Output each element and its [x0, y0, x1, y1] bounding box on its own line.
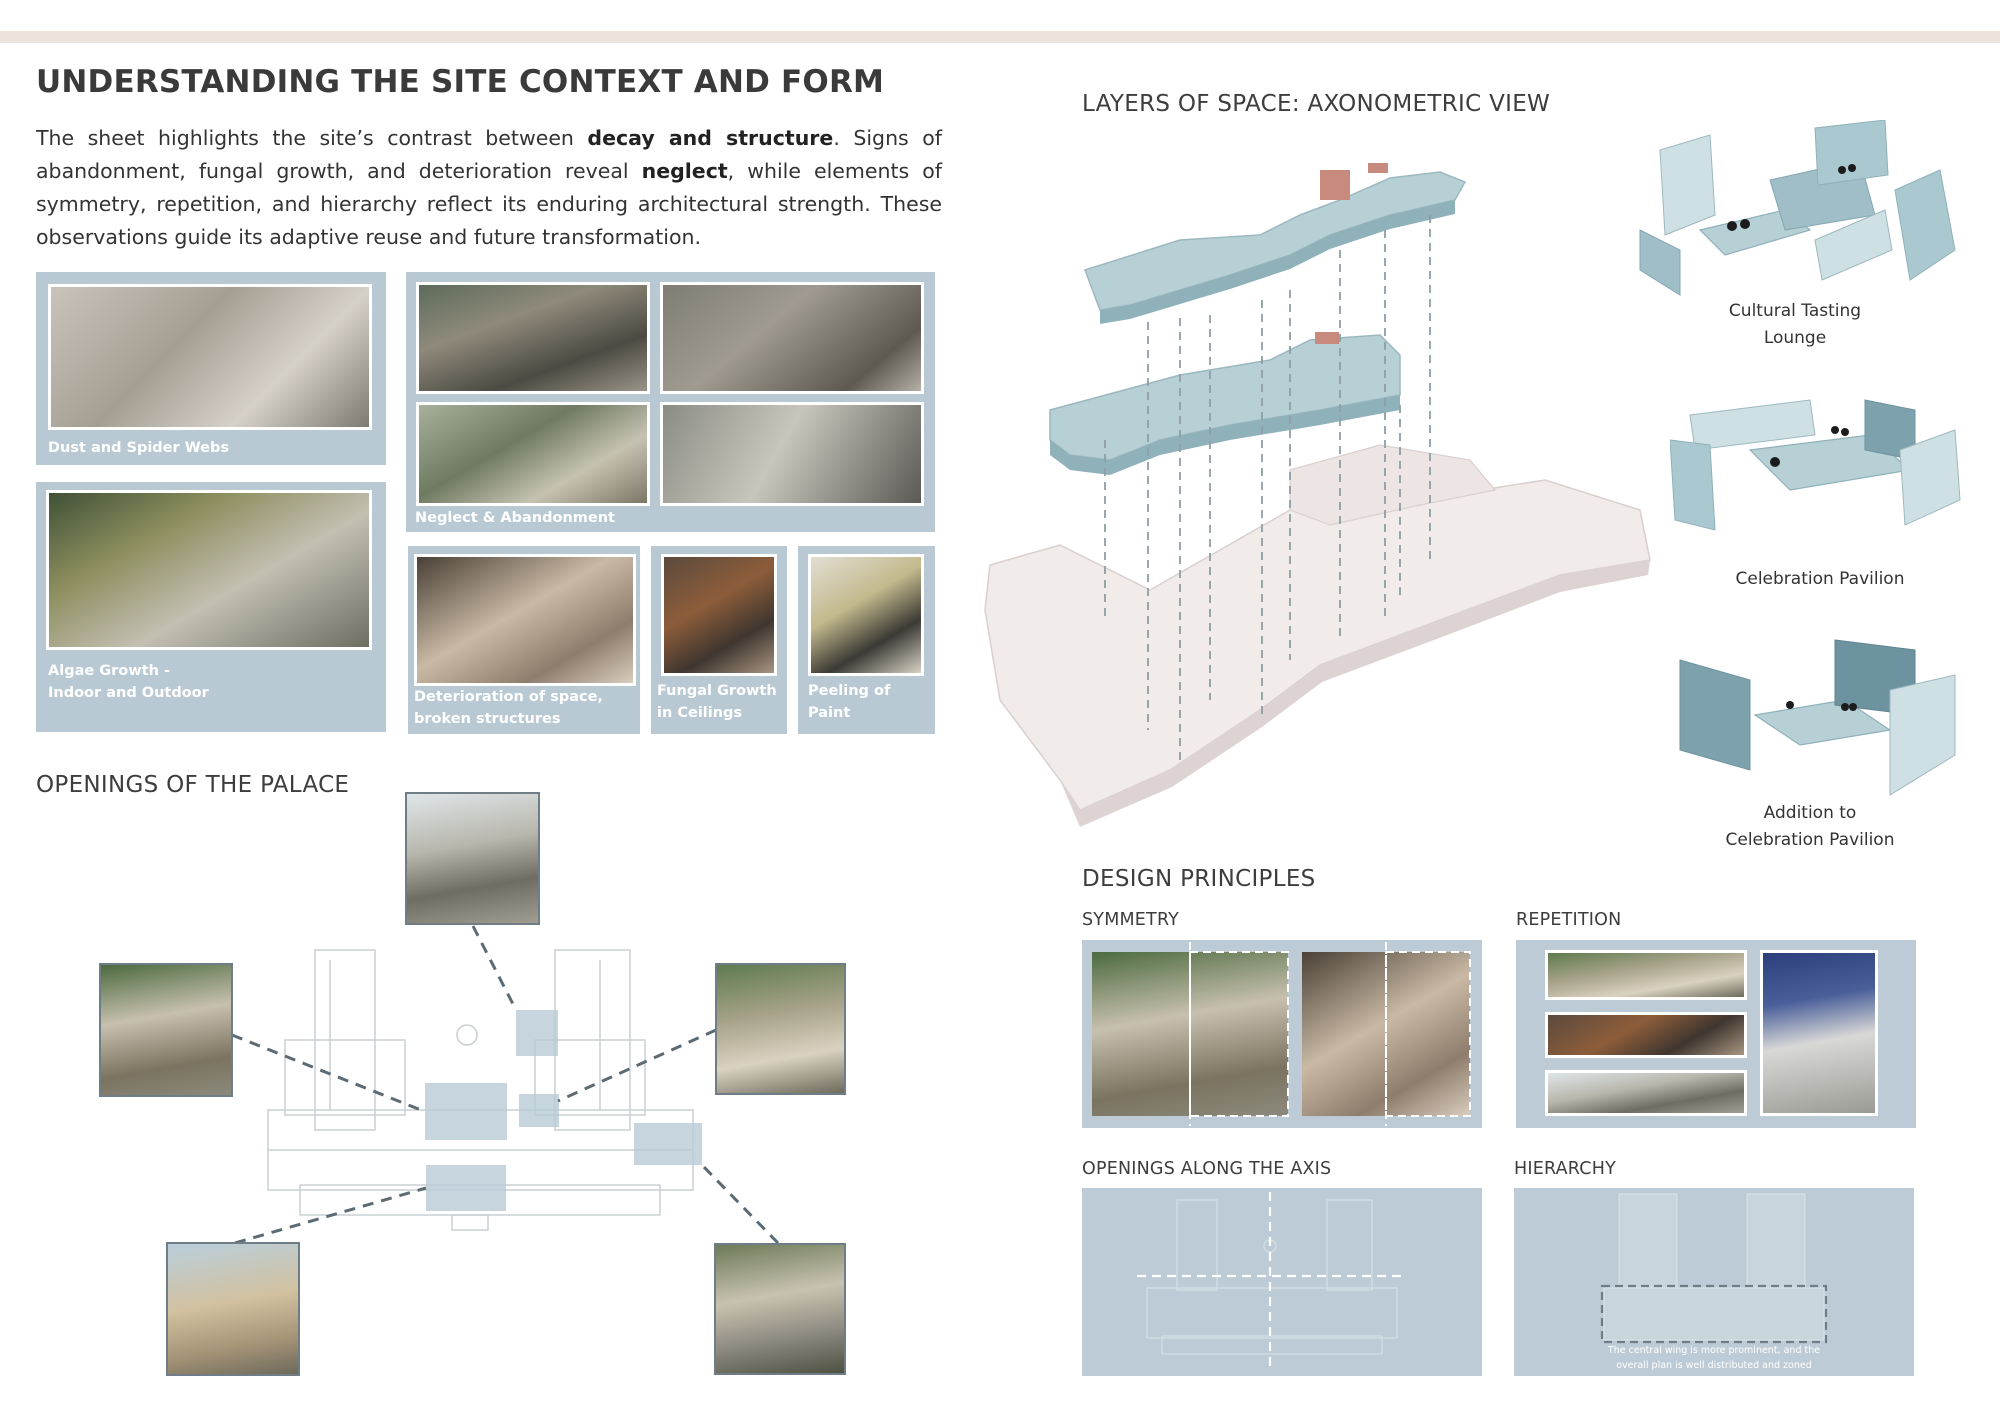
peeling-label: Peeling of Paint: [808, 680, 890, 724]
neglect-photo-2: [660, 282, 924, 394]
caption-cultural-tasting-lounge: Cultural Tasting Lounge: [1690, 298, 1900, 352]
page-title: UNDERSTANDING THE SITE CONTEXT AND FORM: [36, 64, 885, 100]
axonometric-alignment-lines: [1104, 215, 1431, 760]
algae-label-line2: Indoor and Outdoor: [48, 685, 209, 701]
opening-connectors: [231, 925, 780, 1245]
axis-plan-diagram: [1137, 1192, 1407, 1372]
caption-cultural-line1: Cultural Tasting: [1728, 301, 1862, 321]
neglect-photo-1: [416, 282, 650, 394]
symmetry-axis-lines: [1189, 942, 1471, 1126]
fungal-label-line1: Fungal Growth: [657, 683, 777, 699]
caption-pavilion-addition: Addition to Celebration Pavilion: [1700, 800, 1920, 854]
neglect-photo-4: [660, 402, 924, 506]
opening-photo-bottom-right: [714, 1243, 846, 1375]
hierarchy-note: The central wing is more prominent, and …: [1584, 1343, 1844, 1373]
highlighted-openings: [425, 1010, 702, 1211]
algae-panel: Algae Growth - Indoor and Outdoor: [36, 482, 386, 732]
opening-photo-top: [405, 792, 540, 925]
repetition-photo-3: [1545, 1070, 1747, 1116]
algae-label: Algae Growth - Indoor and Outdoor: [48, 660, 209, 704]
repetition-photo-1: [1545, 950, 1747, 1000]
axonometric-heading: LAYERS OF SPACE: AXONOMETRIC VIEW: [1082, 91, 1551, 117]
peeling-label-line1: Peeling of: [808, 683, 891, 699]
peeling-panel: Peeling of Paint: [798, 546, 935, 734]
peeling-label-line2: Paint: [808, 705, 851, 721]
hierarchy-plan-diagram: [1600, 1193, 1828, 1344]
cultural-tasting-lounge-model: [1639, 120, 1956, 296]
opening-photo-right: [715, 963, 846, 1095]
hierarchy-heading: HIERARCHY: [1514, 1159, 1616, 1179]
repetition-box: [1516, 940, 1916, 1128]
fungal-label-line2: in Ceilings: [657, 705, 743, 721]
design-principles-heading: DESIGN PRINCIPLES: [1082, 866, 1316, 892]
celebration-pavilion-model: [1670, 399, 1961, 531]
openings-heading: OPENINGS OF THE PALACE: [36, 772, 350, 798]
dust-photo: [48, 284, 372, 430]
fungal-photo: [661, 554, 777, 676]
fungal-label: Fungal Growth in Ceilings: [657, 680, 777, 724]
dust-panel: Dust and Spider Webs: [36, 272, 386, 465]
axonometric-view-diagram: [984, 163, 1651, 827]
palace-floor-plan: [267, 949, 694, 1231]
deterioration-label: Deterioration of space, broken structure…: [414, 686, 603, 730]
first-floor-layer: [1049, 332, 1401, 475]
repetition-photo-2: [1545, 1012, 1747, 1058]
openings-axis-box: [1082, 1188, 1482, 1376]
repetition-photo-4: [1760, 950, 1878, 1116]
deterioration-label-line2: broken structures: [414, 711, 561, 727]
symmetry-heading: SYMMETRY: [1082, 910, 1180, 930]
repetition-heading: REPETITION: [1516, 910, 1622, 930]
second-floor-layer: [1084, 163, 1467, 324]
openings-axis-heading: OPENINGS ALONG THE AXIS: [1082, 1159, 1332, 1179]
deterioration-label-line1: Deterioration of space,: [414, 689, 603, 705]
dust-label: Dust and Spider Webs: [48, 440, 230, 456]
opening-photo-bottom-left: [166, 1242, 300, 1376]
hierarchy-note-line1: The central wing is more prominent, and …: [1607, 1345, 1821, 1356]
caption-addition-line1: Addition to: [1763, 803, 1857, 823]
algae-label-line1: Algae Growth -: [48, 663, 170, 679]
neglect-panel: Neglect & Abandonment: [406, 272, 935, 532]
caption-celebration-pavilion: Celebration Pavilion: [1735, 569, 1905, 589]
caption-cultural-line2: Lounge: [1763, 328, 1827, 348]
deterioration-photo: [414, 554, 636, 686]
algae-photo: [46, 490, 372, 650]
opening-photo-left: [99, 963, 233, 1097]
intro-paragraph: The sheet highlights the site’s contrast…: [36, 126, 942, 249]
palace-plan-diagram: [231, 925, 780, 1245]
deterioration-panel: Deterioration of space, broken structure…: [408, 546, 640, 734]
top-accent-bar: [0, 31, 2000, 43]
neglect-photo-3: [416, 402, 650, 506]
ground-floor-layer: [984, 444, 1651, 827]
hierarchy-box: The central wing is more prominent, and …: [1514, 1188, 1914, 1376]
caption-addition-line2: Celebration Pavilion: [1725, 830, 1895, 850]
fungal-panel: Fungal Growth in Ceilings: [651, 546, 787, 734]
pavilion-addition-model: [1679, 639, 1956, 796]
symmetry-box: [1082, 940, 1482, 1128]
peeling-photo: [808, 554, 924, 676]
hierarchy-note-line2: overall plan is well distributed and zon…: [1616, 1360, 1812, 1371]
neglect-label: Neglect & Abandonment: [415, 510, 615, 526]
